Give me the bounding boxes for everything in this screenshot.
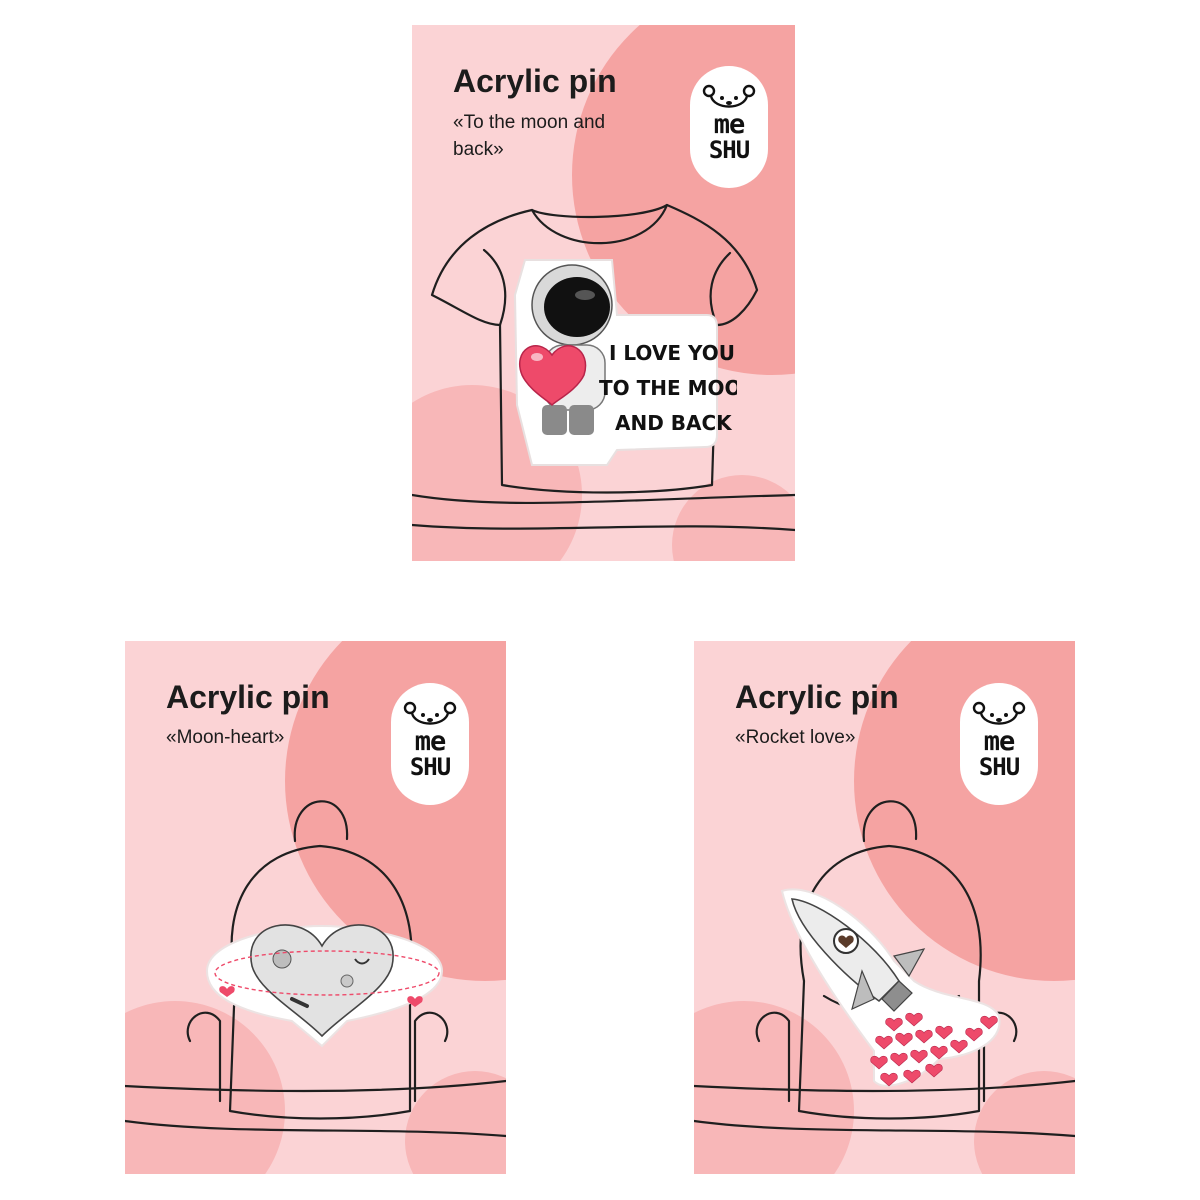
card-title: Acrylic pin [166,679,330,715]
logo-text-me: me [414,726,447,757]
tshirt-outline-icon [412,203,795,532]
bear-logo-icon [702,84,756,108]
product-card-moon-heart: Acrylic pin «Moon-heart» me SHU [125,641,506,1174]
moon-heart-icon [205,924,444,1048]
product-card-moon-and-back: Acrylic pin «To the moon and back» me SH… [412,25,795,561]
brand-logo: me SHU [690,66,768,188]
card-title: Acrylic pin [735,679,899,715]
logo-text-shu: SHU [708,136,750,164]
card-subtitle: «Rocket love» [735,727,856,748]
pin-caption-line: TO THE MOON [599,376,737,400]
product-card-rocket-love: Acrylic pin «Rocket love» me SHU [694,641,1075,1174]
card-subtitle: «Moon-heart» [166,727,285,748]
bear-logo-icon [403,701,457,725]
pin-caption-group: I LOVE YOU TO THE MOON AND BACK [599,341,737,435]
card-title: Acrylic pin [453,63,617,99]
logo-text-me: me [713,109,746,140]
pin-caption-line: AND BACK [615,411,733,435]
logo-text-shu: SHU [409,753,451,781]
brand-logo: me SHU [960,683,1038,805]
bear-logo-icon [972,701,1026,725]
hearts-cluster-icon [870,1012,998,1087]
pin-moon-heart [197,911,447,1051]
pin-astronaut: I LOVE YOU TO THE MOON AND BACK [507,255,737,470]
card-subtitle: «To the moon and back» [453,112,606,160]
logo-text-shu: SHU [978,753,1020,781]
pin-caption-line: I LOVE YOU [609,341,735,365]
pin-rocket [774,881,1014,1096]
astronaut-icon [513,259,718,466]
brand-logo: me SHU [391,683,469,805]
logo-text-me: me [983,726,1016,757]
